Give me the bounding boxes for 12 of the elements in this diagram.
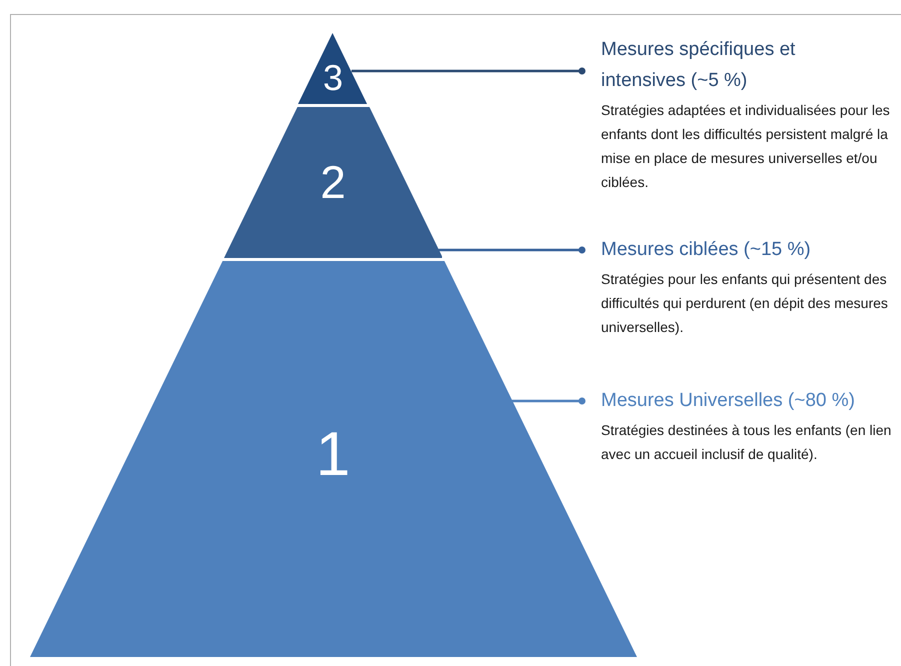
tier-number: 3 [322,60,343,96]
tier-heading: Mesures spécifiques et intensives (~5 %) [601,38,796,93]
tier-description: Stratégies destinées à tous les enfants (en lien avec un accueil inclusif de qualité). [601,421,892,464]
connector-line [438,246,586,254]
tier-number: 1 [316,424,350,486]
connector-line [351,68,586,74]
connector-line [512,398,586,404]
tier-heading: Mesures ciblées (~15 %) [601,238,812,262]
tier-heading: Mesures Universelles (~80 %) [601,389,856,413]
tier-description: Stratégies pour les enfants qui présentent des difficultés qui perdurent (en dépit des mesures universelles). [601,270,889,337]
tier-description: Stratégies adaptées et individualisées pour les enfants dont les difficultés persistent malgré la mise en place de mesures universelles et/ou ciblées. [601,101,891,192]
tier-number: 2 [320,159,346,205]
